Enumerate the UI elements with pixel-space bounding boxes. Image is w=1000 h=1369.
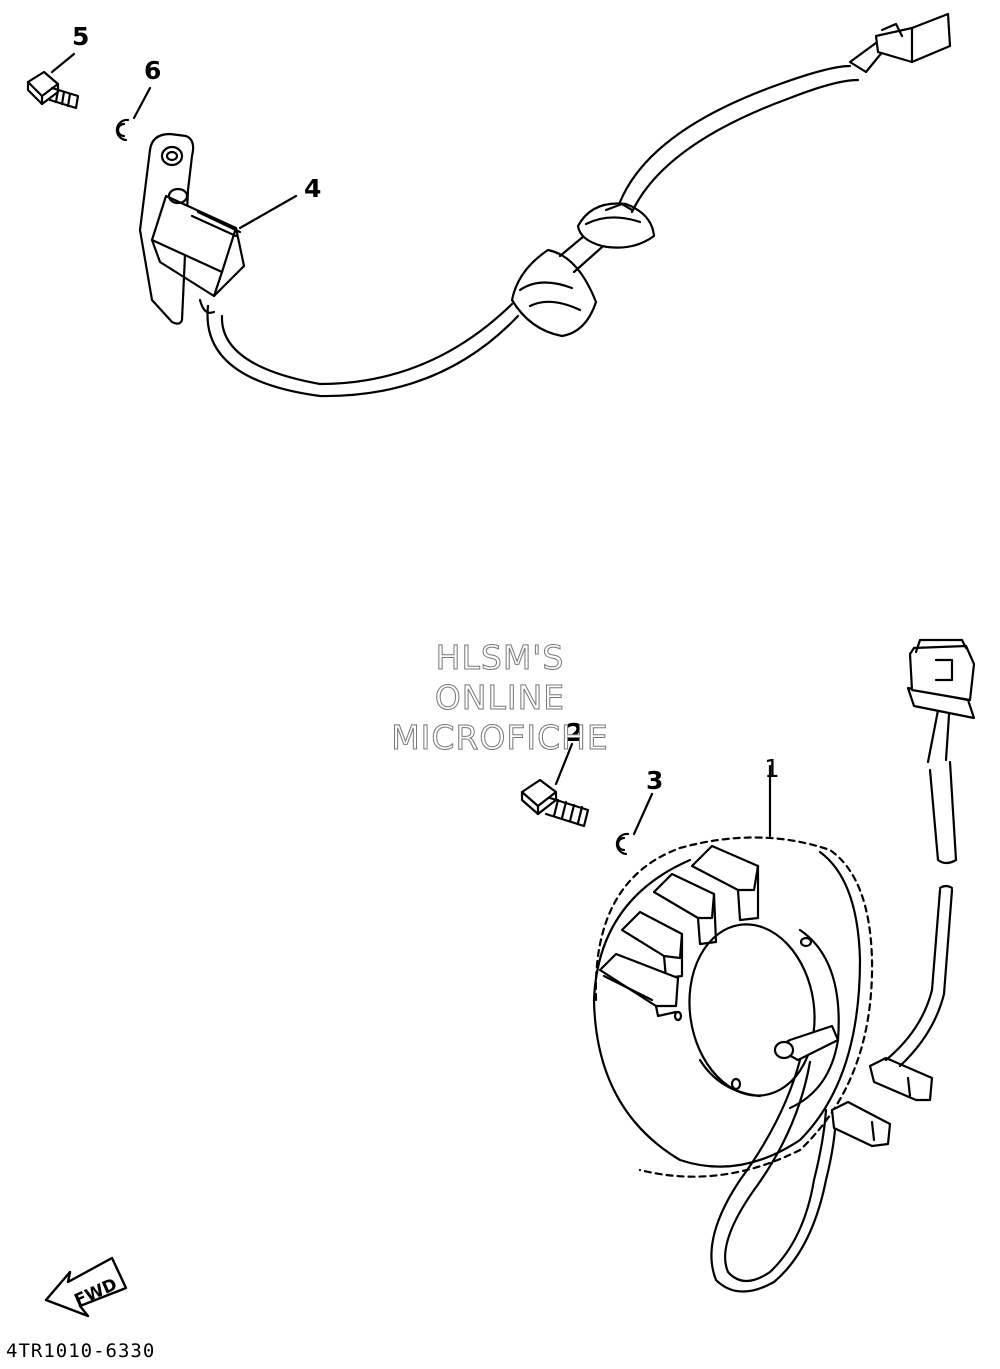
leader-2 [554,742,574,786]
part-1-stator [592,638,976,1293]
part-2-bolt [520,778,590,828]
callout-5: 5 [72,22,90,51]
part-4-pickup-coil [138,12,952,398]
callout-2: 2 [566,718,584,747]
watermark-line-3: MICROFICHE [391,718,609,758]
document-number: 4TR1010-6330 [6,1340,156,1362]
watermark-line-2: ONLINE [434,678,566,718]
leader-4 [238,194,298,230]
fwd-arrow-icon: FWD [44,1256,128,1318]
leader-6 [132,86,152,120]
watermark: HLSM'S ONLINE MICROFICHE [360,638,640,758]
part-5-bolt [26,70,80,110]
watermark-line-1: HLSM'S [435,638,565,678]
callout-3: 3 [646,766,664,795]
callout-1: 1 [764,754,780,783]
callout-4: 4 [304,174,322,203]
leader-3 [632,792,654,836]
leader-5 [50,52,76,74]
callout-6: 6 [144,56,162,85]
